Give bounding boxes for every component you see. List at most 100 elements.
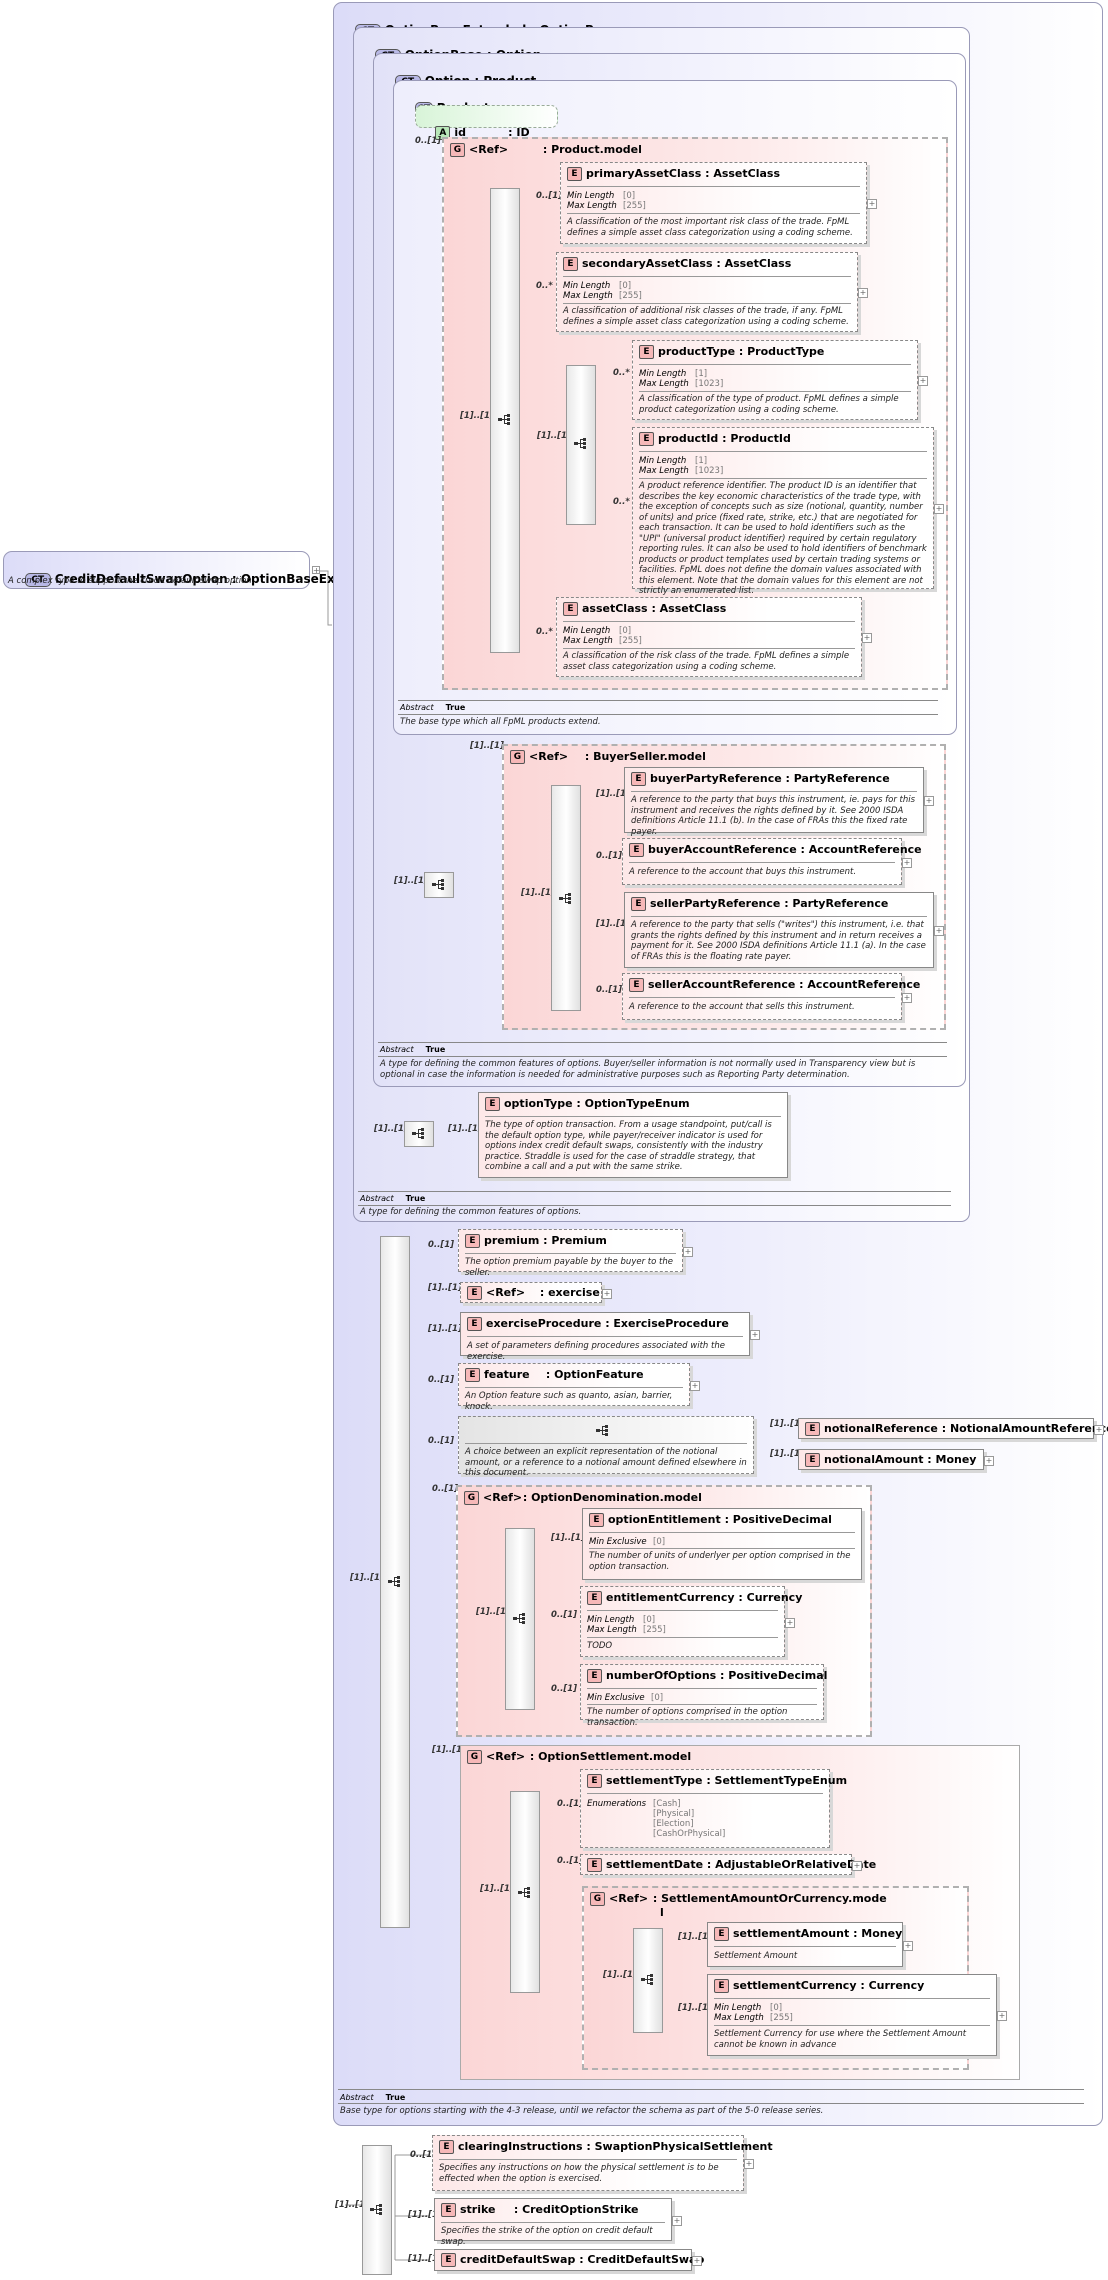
element-icon: E bbox=[587, 1591, 602, 1605]
option-base-description: A type for defining the common features … bbox=[360, 1207, 582, 1217]
multiplicity: [1]..[1] bbox=[432, 1745, 466, 1755]
multiplicity: [1]..[1] bbox=[476, 1607, 510, 1617]
element-icon: E bbox=[465, 1234, 480, 1248]
multiplicity: 0..* bbox=[536, 281, 553, 291]
multiplicity: [1]..[1] bbox=[335, 2200, 369, 2210]
expand-icon[interactable]: + bbox=[852, 1860, 862, 1871]
complex-type-icon: CT bbox=[24, 572, 51, 587]
multiplicity: 0..[1] bbox=[596, 985, 623, 995]
element-icon: E bbox=[714, 1979, 729, 1993]
group-icon: G bbox=[464, 1491, 479, 1505]
expand-icon[interactable]: + bbox=[902, 857, 912, 868]
expand-icon[interactable]: + bbox=[312, 566, 320, 575]
expand-icon[interactable]: + bbox=[934, 504, 944, 514]
option-settlement-sequence[interactable] bbox=[510, 1791, 540, 1993]
element-icon: E bbox=[589, 1513, 604, 1527]
group-name: SettlementAmountOrCurrency.mode bbox=[661, 1892, 887, 1905]
ref-label: <Ref> bbox=[483, 1491, 523, 1504]
expand-icon[interactable]: + bbox=[690, 1380, 700, 1391]
multiplicity: 0..[1] bbox=[415, 136, 442, 146]
multiplicity: [1]..[1] bbox=[770, 1419, 804, 1429]
expand-icon[interactable]: + bbox=[934, 926, 944, 936]
multiplicity: [1]..[1] bbox=[596, 789, 630, 799]
expand-icon[interactable]: + bbox=[683, 1246, 693, 1257]
abstract-value: True bbox=[385, 2093, 406, 2102]
group-icon: G bbox=[467, 1750, 482, 1764]
expand-icon[interactable]: + bbox=[858, 288, 868, 298]
multiplicity: [1]..[1] bbox=[678, 1932, 712, 1942]
multiplicity: 0..[1] bbox=[557, 1856, 584, 1866]
element-icon: E bbox=[805, 1422, 820, 1436]
multiplicity: [1]..[1] bbox=[428, 1324, 462, 1334]
multiplicity: 0..[1] bbox=[557, 1799, 584, 1809]
expand-icon[interactable]: + bbox=[692, 2256, 702, 2266]
attribute-type: ID bbox=[516, 126, 530, 139]
group-name: Product.model bbox=[551, 143, 642, 156]
expand-icon[interactable]: + bbox=[903, 1940, 913, 1951]
expand-icon[interactable]: + bbox=[672, 2215, 682, 2226]
ref-label: <Ref> bbox=[469, 143, 509, 156]
expand-icon[interactable]: + bbox=[862, 633, 872, 643]
option-base-sequence[interactable] bbox=[404, 1121, 434, 1147]
group-icon: G bbox=[510, 750, 525, 764]
expand-icon[interactable]: + bbox=[918, 376, 928, 386]
element-icon: E bbox=[467, 1317, 482, 1331]
expand-icon[interactable]: + bbox=[602, 1288, 612, 1299]
expand-icon[interactable]: + bbox=[750, 1330, 760, 1340]
expand-icon[interactable]: + bbox=[1094, 1424, 1104, 1435]
expand-icon[interactable]: + bbox=[984, 1455, 994, 1466]
abstract-value: True bbox=[425, 1045, 446, 1054]
element-icon: E bbox=[485, 1097, 500, 1111]
element-icon: E bbox=[639, 345, 654, 359]
expand-icon[interactable]: + bbox=[744, 2159, 754, 2169]
product-model-sequence[interactable] bbox=[490, 188, 520, 653]
element-icon: E bbox=[563, 257, 578, 271]
expand-icon[interactable]: + bbox=[924, 796, 934, 806]
expand-icon[interactable]: + bbox=[902, 992, 912, 1003]
expand-icon[interactable]: + bbox=[867, 199, 877, 209]
multiplicity: [1]..[1] bbox=[521, 888, 555, 898]
abstract-value: True bbox=[445, 703, 466, 712]
multiplicity: [1]..[1] bbox=[448, 1124, 482, 1134]
group-name-wrap: l bbox=[660, 1906, 664, 1919]
multiplicity: [1]..[1] bbox=[408, 2210, 442, 2220]
notional-choice[interactable]: A choice between an explicit representat… bbox=[458, 1416, 754, 1478]
element-icon: E bbox=[439, 2140, 454, 2154]
expand-icon[interactable]: + bbox=[997, 2011, 1007, 2021]
expand-icon[interactable]: + bbox=[785, 1617, 795, 1628]
multiplicity: 0..* bbox=[613, 368, 630, 378]
element-exercise[interactable]: E<Ref> : exercise + bbox=[460, 1282, 612, 1303]
root-description: A complex type to support the credit def… bbox=[8, 576, 255, 586]
multiplicity: [1]..[1] bbox=[374, 1124, 408, 1134]
element-icon: E bbox=[467, 1286, 482, 1300]
separator: : bbox=[539, 143, 552, 156]
ref-label: <Ref> bbox=[529, 750, 569, 763]
